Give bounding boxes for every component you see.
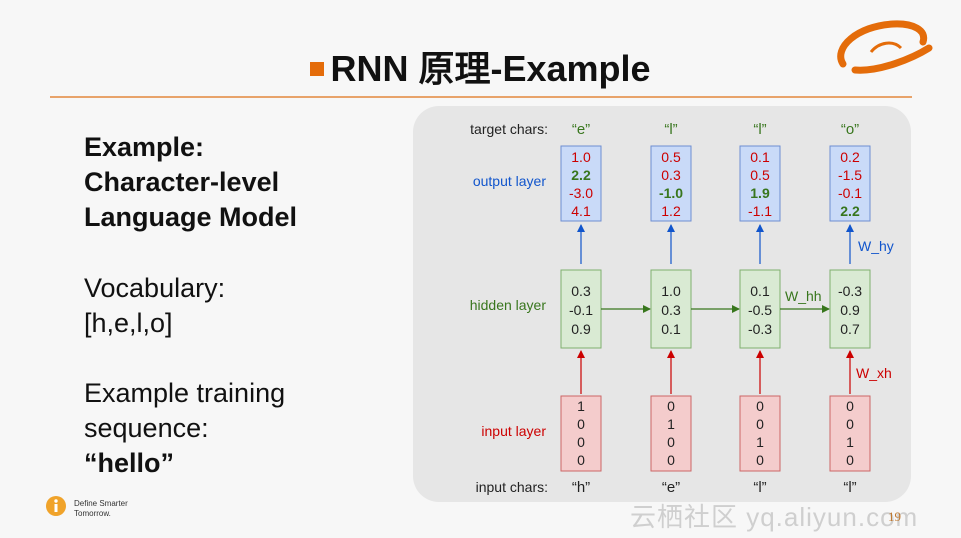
output-box bbox=[829, 145, 871, 222]
input-value: 0 bbox=[756, 416, 764, 432]
input-value: 1 bbox=[577, 398, 585, 414]
input-chars-label: input chars: bbox=[476, 479, 548, 495]
output-value: -1.1 bbox=[748, 203, 772, 219]
tagline-line: Tomorrow. bbox=[74, 509, 111, 518]
output-box bbox=[560, 145, 602, 222]
hidden-value: 0.9 bbox=[571, 321, 591, 337]
hidden-value: 0.1 bbox=[750, 283, 770, 299]
output-value: -1.0 bbox=[659, 185, 683, 201]
rnn-diagram-svg: target chars: output layer hidden layer inp… bbox=[470, 121, 894, 496]
output-value: 0.5 bbox=[750, 167, 770, 183]
w-hh-label: W_hh bbox=[785, 288, 822, 304]
output-value: 1.2 bbox=[661, 203, 681, 219]
output-value: 1.0 bbox=[571, 149, 591, 165]
rnn-diagram: target chars: output layer hidden layer inp… bbox=[413, 106, 911, 502]
alibaba-logo-icon bbox=[837, 20, 933, 74]
page-number: 19 bbox=[888, 509, 901, 524]
input-char: “l” bbox=[843, 479, 856, 496]
sequence-block: Example training sequence: “hello” bbox=[84, 376, 285, 481]
output-value: 0.5 bbox=[661, 149, 681, 165]
vocabulary-block: Vocabulary: [h,e,l,o] bbox=[84, 271, 225, 341]
output-box bbox=[739, 145, 781, 222]
input-box bbox=[560, 395, 602, 472]
slide-title-text: RNN 原理-Example bbox=[330, 48, 651, 89]
hidden-layer-label: hidden layer bbox=[470, 297, 547, 313]
hidden-value: -0.3 bbox=[748, 321, 772, 337]
sequence-line: sequence: bbox=[84, 413, 209, 443]
input-box bbox=[650, 395, 692, 472]
output-value: -0.1 bbox=[838, 185, 862, 201]
target-char: “o” bbox=[841, 121, 859, 138]
input-value: 0 bbox=[667, 434, 675, 450]
input-value: 0 bbox=[846, 416, 854, 432]
output-value: -1.5 bbox=[838, 167, 862, 183]
input-box bbox=[829, 395, 871, 472]
hidden-value: 0.1 bbox=[661, 321, 681, 337]
input-char: “e” bbox=[662, 479, 680, 496]
input-value: 0 bbox=[667, 452, 675, 468]
input-value: 0 bbox=[756, 452, 764, 468]
input-value: 1 bbox=[756, 434, 764, 450]
footer-tagline: Define Smarter Tomorrow. bbox=[74, 499, 134, 519]
target-char: “e” bbox=[572, 121, 590, 138]
slide-title: RNN 原理-Example bbox=[0, 40, 961, 92]
output-value: 0.1 bbox=[750, 149, 770, 165]
target-char: “l” bbox=[753, 121, 766, 138]
hidden-value: -0.3 bbox=[838, 283, 862, 299]
input-value: 0 bbox=[577, 452, 585, 468]
w-xh-label: W_xh bbox=[856, 365, 892, 381]
heading-line: Character-level bbox=[84, 167, 280, 197]
hidden-value: 0.9 bbox=[840, 302, 860, 318]
hidden-box bbox=[829, 269, 871, 349]
output-value: 1.9 bbox=[750, 185, 770, 201]
title-divider bbox=[50, 96, 912, 98]
output-box bbox=[650, 145, 692, 222]
sequence-line: Example training bbox=[84, 378, 286, 408]
input-value: 1 bbox=[846, 434, 854, 450]
heading-line: Example: bbox=[84, 132, 205, 162]
hidden-value: 0.3 bbox=[571, 283, 591, 299]
input-layer-label: input layer bbox=[481, 423, 546, 439]
output-value: 0.2 bbox=[840, 149, 860, 165]
output-value: 0.3 bbox=[661, 167, 681, 183]
input-char: “l” bbox=[753, 479, 766, 496]
sequence-value: “hello” bbox=[84, 448, 175, 478]
output-value: -3.0 bbox=[569, 185, 593, 201]
target-char: “l” bbox=[664, 121, 677, 138]
input-char: “h” bbox=[572, 479, 590, 496]
hidden-value: -0.5 bbox=[748, 302, 772, 318]
input-value: 0 bbox=[756, 398, 764, 414]
output-value: 2.2 bbox=[571, 167, 591, 183]
hidden-value: 0.7 bbox=[840, 321, 860, 337]
hidden-value: 0.3 bbox=[661, 302, 681, 318]
vocab-label: Vocabulary: bbox=[84, 273, 226, 303]
output-value: 4.1 bbox=[571, 203, 591, 219]
output-value: 2.2 bbox=[840, 203, 860, 219]
hidden-box bbox=[650, 269, 692, 349]
title-bullet-icon bbox=[310, 62, 325, 77]
output-layer-label: output layer bbox=[473, 173, 546, 189]
hidden-value: -0.1 bbox=[569, 302, 593, 318]
input-value: 0 bbox=[667, 398, 675, 414]
input-value: 0 bbox=[846, 452, 854, 468]
input-box bbox=[739, 395, 781, 472]
target-chars-label: target chars: bbox=[470, 121, 548, 137]
footer-logo-icon bbox=[46, 496, 66, 516]
hidden-box bbox=[560, 269, 602, 349]
heading-line: Language Model bbox=[84, 202, 298, 232]
input-value: 0 bbox=[577, 416, 585, 432]
tagline-line: Define Smarter bbox=[74, 499, 128, 508]
example-heading: Example: Character-level Language Model bbox=[84, 130, 297, 235]
input-value: 1 bbox=[667, 416, 675, 432]
input-value: 0 bbox=[577, 434, 585, 450]
w-hy-label: W_hy bbox=[858, 238, 894, 254]
input-value: 0 bbox=[846, 398, 854, 414]
watermark: 云栖社区 yq.aliyun.com bbox=[630, 502, 919, 532]
hidden-value: 1.0 bbox=[661, 283, 681, 299]
vocab-value: [h,e,l,o] bbox=[84, 308, 173, 338]
